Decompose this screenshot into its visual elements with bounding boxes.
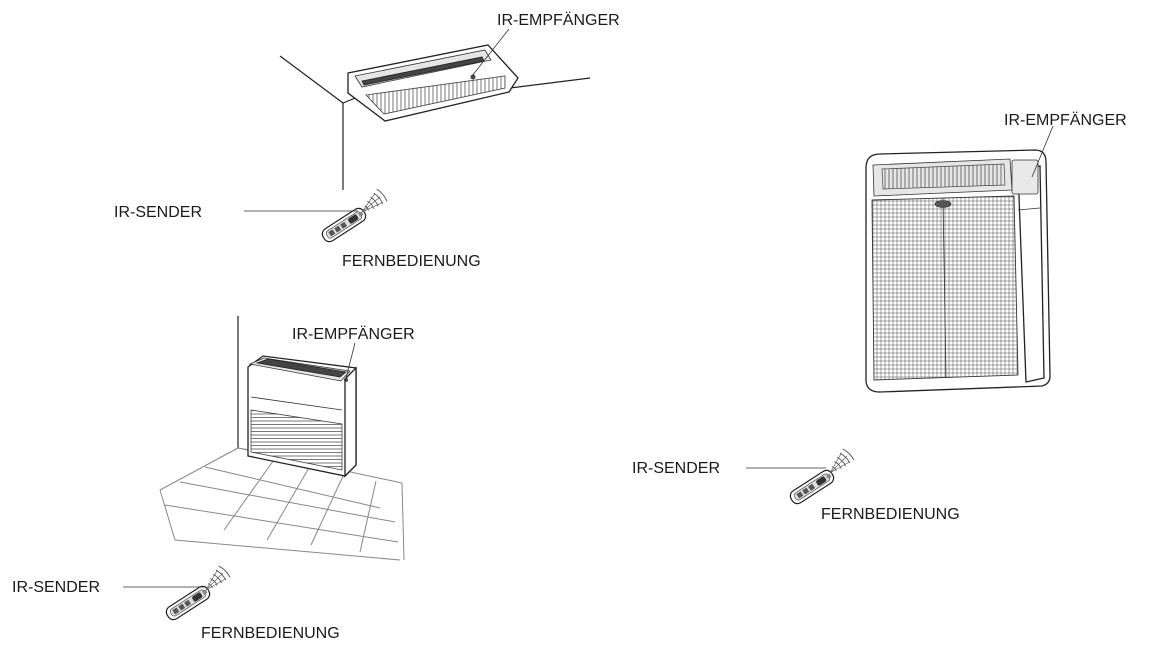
- ir-receiver-label: IR-EMPFÄNGER: [497, 11, 620, 29]
- remote-top: IR-SENDER FERNBEDIENUNG: [114, 187, 481, 270]
- ir-receiver-label: IR-EMPFÄNGER: [292, 325, 415, 343]
- receiver-label-top: IR-EMPFÄNGER: [471, 11, 620, 77]
- ir-sender-label: IR-SENDER: [12, 579, 100, 596]
- console-unit: [247, 355, 357, 478]
- remote-control-label: FERNBEDIENUNG: [821, 506, 960, 523]
- receiver-label-right: IR-EMPFÄNGER: [1004, 111, 1127, 178]
- remote-control-label: FERNBEDIENUNG: [201, 625, 340, 642]
- remote-right: IR-SENDER FERNBEDIENUNG: [632, 447, 960, 523]
- ir-receiver-label: IR-EMPFÄNGER: [1004, 111, 1127, 129]
- floor-unit-group: IR-EMPFÄNGER IR-SENDER FERNBEDIENUNG: [12, 316, 415, 642]
- room-wall-floor: [159, 316, 405, 561]
- ceiling-unit: [347, 44, 519, 122]
- ceiling-unit-group: IR-EMPFÄNGER IR-SENDER FERNBEDIENUNG: [114, 11, 620, 270]
- ir-sender-label: IR-SENDER: [114, 204, 202, 221]
- standing-unit-group: IR-EMPFÄNGER IR-SENDER FERNBEDIENUNG: [632, 111, 1127, 523]
- standing-unit: [865, 149, 1051, 393]
- remote-control-label: FERNBEDIENUNG: [342, 253, 481, 270]
- ir-sender-label: IR-SENDER: [632, 460, 720, 477]
- receiver-label-mid: IR-EMPFÄNGER: [292, 325, 415, 383]
- remote-bottom-left: IR-SENDER FERNBEDIENUNG: [12, 564, 340, 642]
